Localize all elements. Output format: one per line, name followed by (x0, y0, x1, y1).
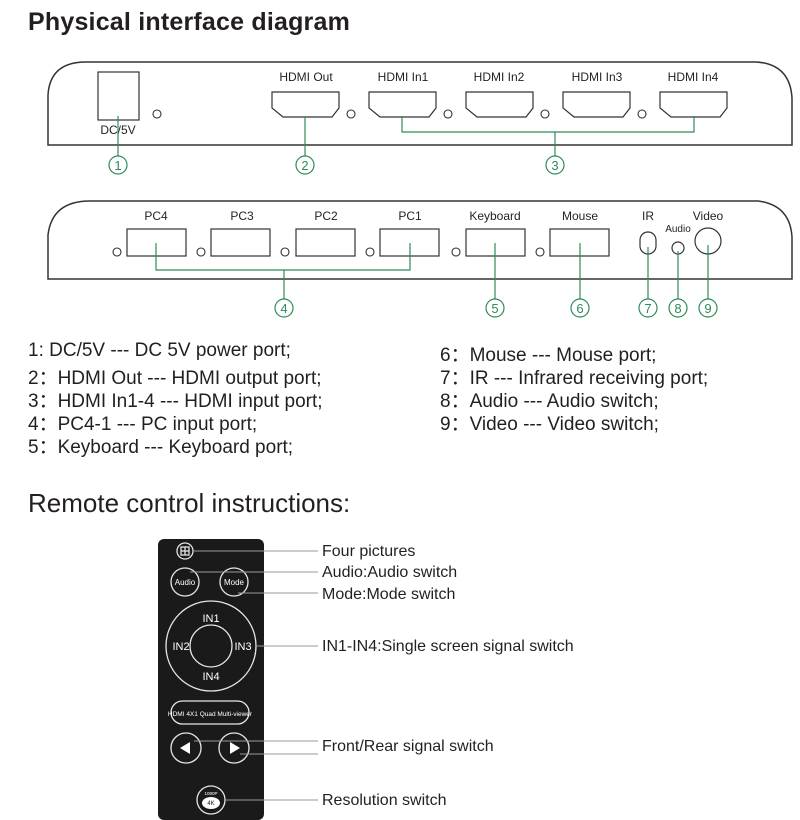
legend-item-8: 8：Audio --- Audio switch; (440, 391, 659, 412)
led-indicator (637, 109, 647, 119)
label-input-switch: IN1-IN4:Single screen signal switch (322, 638, 574, 655)
callout-6: 6 (576, 301, 583, 316)
remote-section-title: Remote control instructions: (28, 488, 351, 518)
callout-7-circle (638, 298, 658, 318)
callout-8-circle (668, 298, 688, 318)
callout-5-circle (485, 298, 505, 318)
front-panel-outline (47, 61, 793, 146)
legend-item-3: 3：HDMI In1-4 --- HDMI input port; (28, 391, 323, 412)
callout-7: 7 (644, 301, 651, 316)
mouse-label: Mouse (562, 209, 598, 223)
pc3-port (210, 228, 271, 257)
in3-button: IN3 (234, 641, 251, 653)
res-bottom-label: 4K (207, 801, 214, 807)
hdmi-in3-label: HDMI In3 (572, 70, 623, 84)
label-four-pictures: Four pictures (322, 543, 416, 560)
hdmi-in3-port (562, 91, 631, 118)
callout-9-circle (698, 298, 718, 318)
callout-1-circle (108, 155, 128, 175)
callout-4: 4 (280, 301, 287, 316)
led-indicator (540, 109, 550, 119)
in1-button: IN1 (202, 613, 219, 625)
audio-button-label: Audio (175, 578, 196, 587)
led-indicator (443, 109, 453, 119)
hdmi-in1-label: HDMI In1 (378, 70, 429, 84)
mode-button (219, 567, 249, 597)
hdmi-out-port (271, 91, 340, 118)
legend-item-9: 9：Video --- Video switch; (440, 414, 659, 435)
page-title: Physical interface diagram (28, 8, 351, 36)
ir-label: IR (642, 209, 654, 223)
pc4-label: PC4 (144, 209, 168, 223)
hdmi-in2-label: HDMI In2 (474, 70, 525, 84)
callout-4-circle (274, 298, 294, 318)
led-indicator (280, 247, 290, 257)
label-front-rear-switch: Front/Rear signal switch (322, 738, 494, 755)
callout-8: 8 (674, 301, 681, 316)
callout-3-circle (545, 155, 565, 175)
led-indicator (535, 247, 545, 257)
hdmi-out-label: HDMI Out (279, 70, 333, 84)
callout-2-circle (295, 155, 315, 175)
hdmi-in1-port (368, 91, 437, 118)
res-top-label: 1080P (204, 791, 217, 796)
label-mode-switch: Mode:Mode switch (322, 586, 456, 603)
callout-6-circle (570, 298, 590, 318)
led-indicator (346, 109, 356, 119)
led-indicator (196, 247, 206, 257)
legend-item-5: 5：Keyboard --- Keyboard port; (28, 437, 294, 458)
next-arrow-icon (230, 742, 240, 754)
in4-button: IN4 (202, 671, 219, 683)
pc1-label: PC1 (398, 209, 422, 223)
input-dpad-center (189, 624, 233, 668)
keyboard-label: Keyboard (469, 209, 520, 223)
rear-panel-outline (47, 200, 793, 280)
hdmi-in4-port (659, 91, 728, 118)
audio-label: Audio (665, 224, 691, 235)
legend-item-2: 2：HDMI Out --- HDMI output port; (28, 368, 322, 389)
hdmi-in2-port (465, 91, 534, 118)
mode-button-label: Mode (224, 578, 245, 587)
next-button (218, 732, 250, 764)
legend-item-1: 1: DC/5V --- DC 5V power port; (28, 340, 291, 361)
model-badge-label: HDMI 4X1 Quad Multi-viewer (168, 711, 253, 718)
callout-5: 5 (491, 301, 498, 316)
led-indicator (365, 247, 375, 257)
pc3-label: PC3 (230, 209, 254, 223)
callout-9: 9 (704, 301, 711, 316)
led-indicator (112, 247, 122, 257)
led-indicator (152, 109, 162, 119)
callout-1: 1 (114, 158, 121, 173)
audio-button (170, 567, 200, 597)
label-audio-switch: Audio:Audio switch (322, 564, 458, 581)
prev-button (170, 732, 202, 764)
video-label: Video (693, 209, 724, 223)
dc5v-port (97, 71, 140, 121)
led-indicator (451, 247, 461, 257)
legend-item-7: 7：IR --- Infrared receiving port; (440, 368, 709, 389)
legend-item-6: 6：Mouse --- Mouse port; (440, 345, 657, 366)
front-panel-diagram: DC/5V HDMI Out HDMI In1 HDMI In2 HDMI In… (47, 61, 793, 175)
callout-3: 3 (551, 158, 558, 173)
prev-arrow-icon (180, 742, 190, 754)
label-resolution-switch: Resolution switch (322, 792, 447, 809)
in2-button: IN2 (172, 641, 189, 653)
pc2-port (295, 228, 356, 257)
hdmi-in4-label: HDMI In4 (668, 70, 719, 84)
callout-2: 2 (301, 158, 308, 173)
legend-item-4: 4：PC4-1 --- PC input port; (28, 414, 258, 435)
model-badge (170, 700, 250, 725)
rear-panel-diagram: PC4 PC3 PC2 PC1 Keyboard Mouse IR Audio … (47, 200, 793, 318)
pc2-label: PC2 (314, 209, 338, 223)
remote-control: Audio Mode IN1 IN2 IN3 IN4 HDMI 4X1 Quad… (158, 539, 318, 820)
